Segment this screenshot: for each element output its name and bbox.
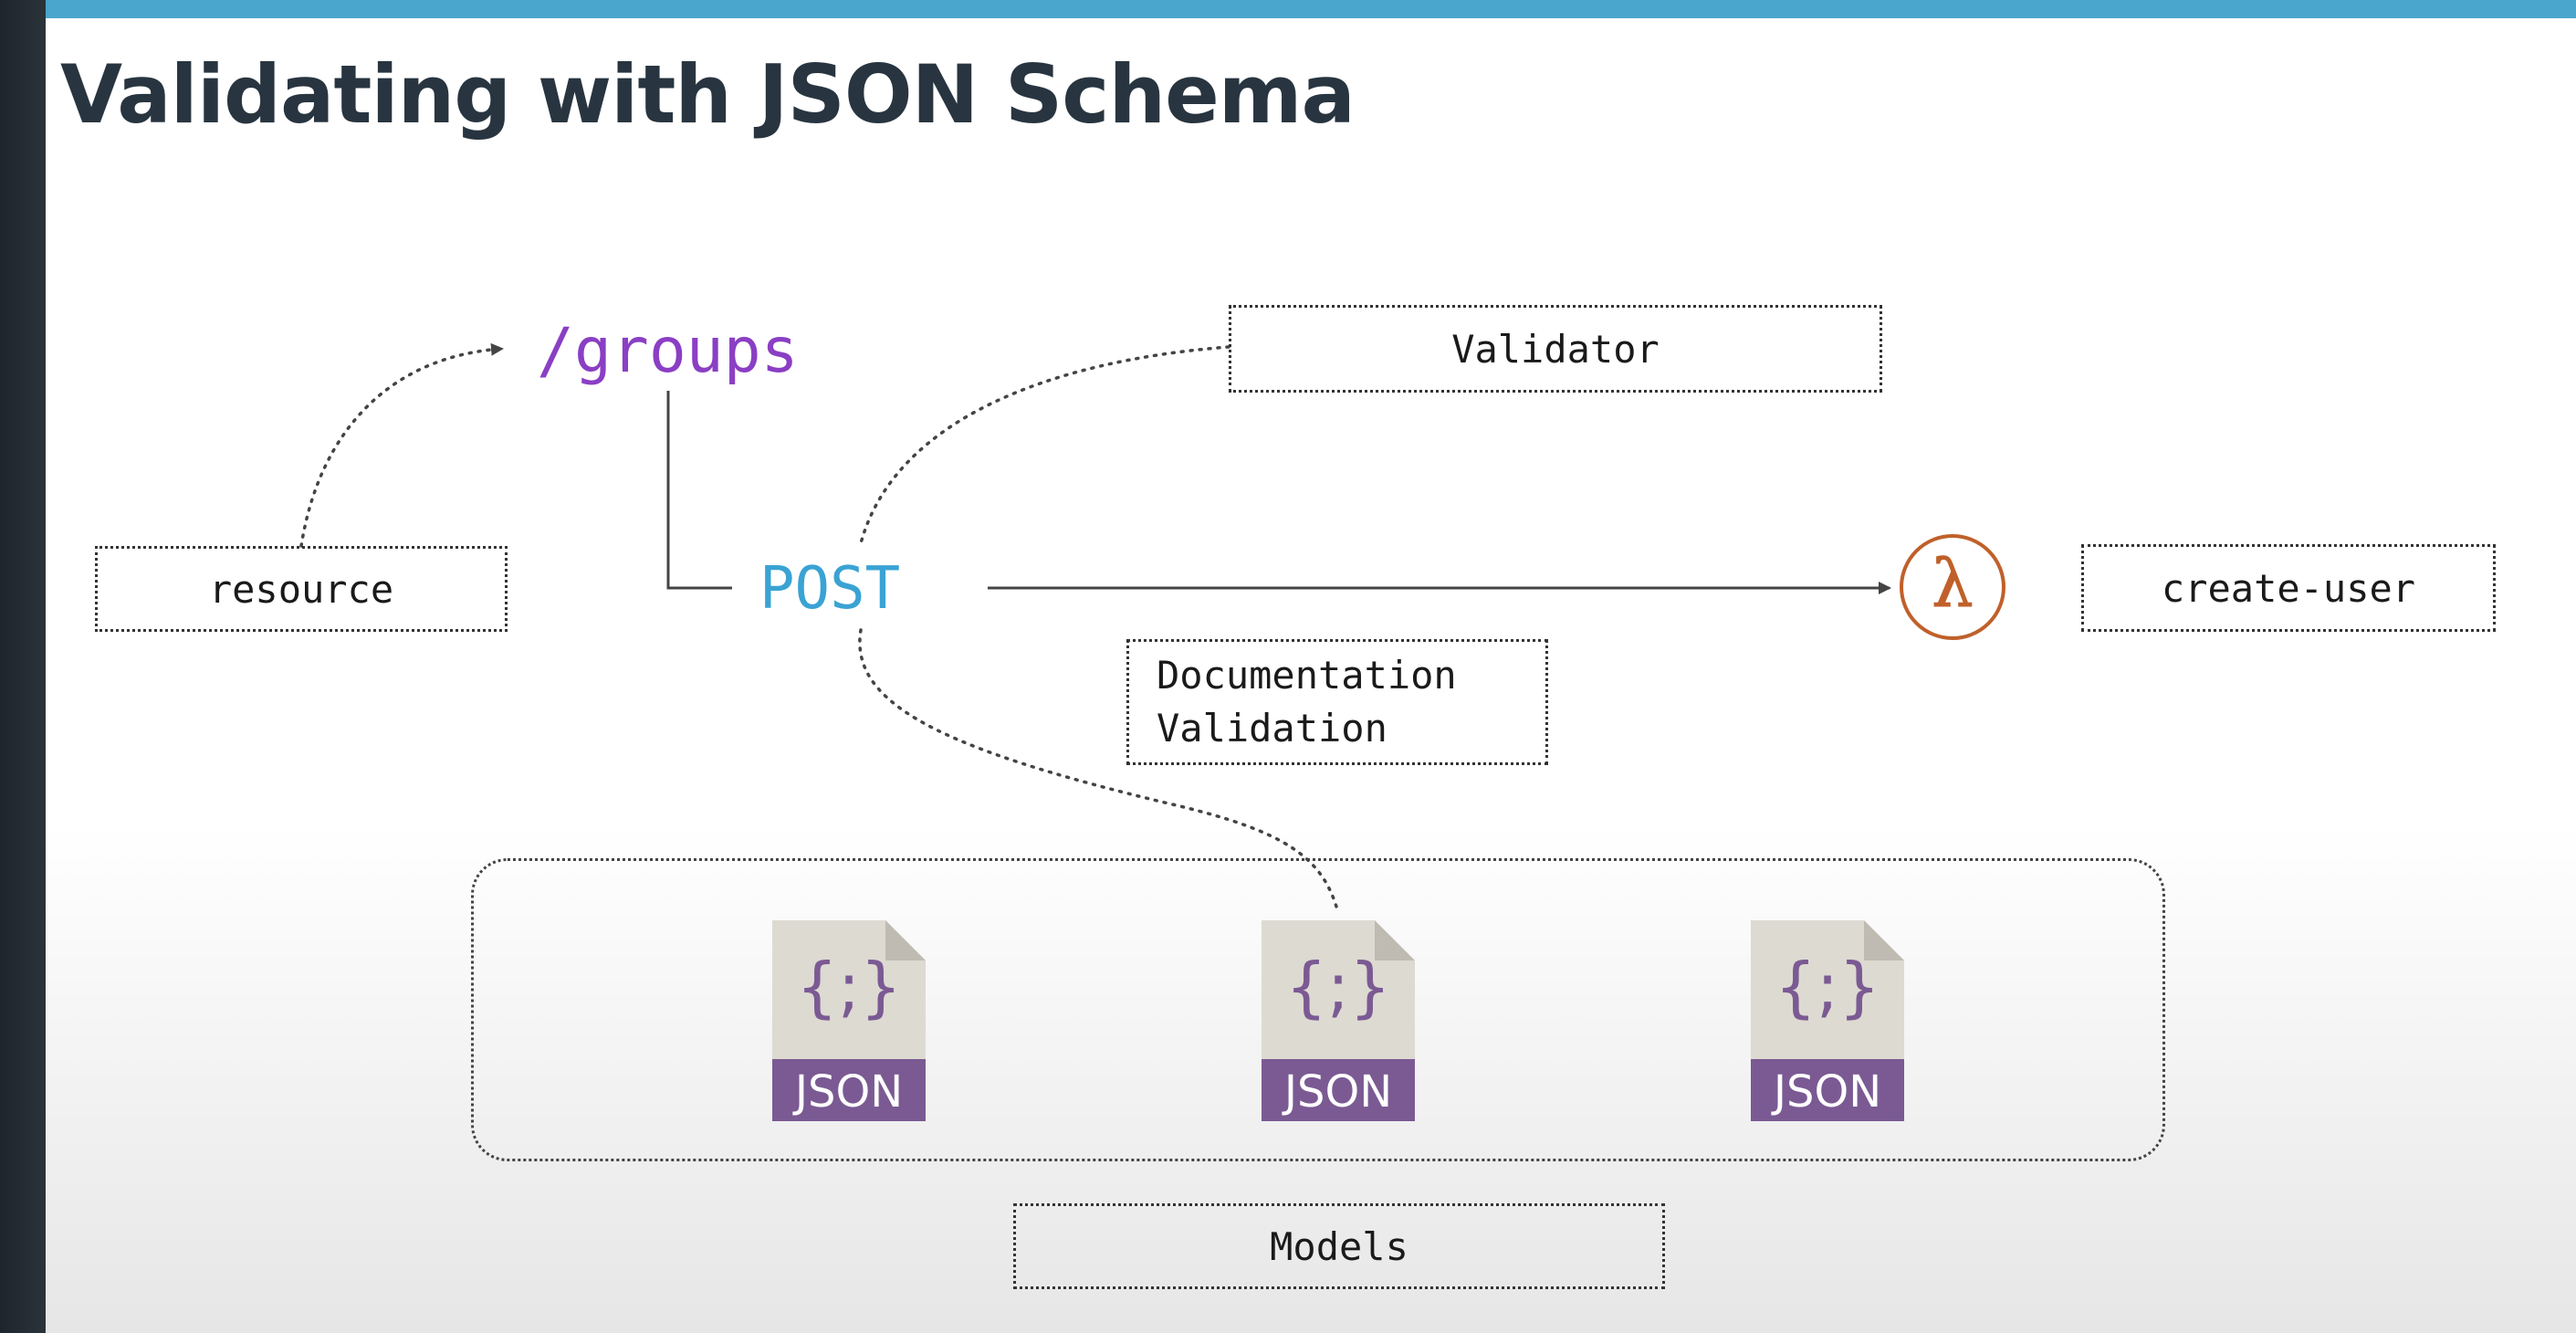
resource-label-box: resource (95, 546, 508, 632)
create-user-label: create-user (2161, 565, 2416, 611)
svg-text:{;}: {;} (1775, 949, 1880, 1025)
validator-curve (859, 345, 1230, 545)
svg-text:{;}: {;} (1285, 949, 1391, 1025)
svg-text:JSON: JSON (1282, 1066, 1392, 1118)
svg-text:JSON: JSON (792, 1066, 903, 1118)
connector-lines (299, 342, 1891, 915)
models-group (471, 858, 2165, 1161)
svg-text:λ: λ (1932, 545, 1974, 622)
slide-title: Validating with JSON Schema (60, 47, 1356, 142)
json-file-icon: {;} JSON (1262, 920, 1415, 1121)
slide-accent-bar (46, 0, 2576, 18)
resource-label: resource (208, 566, 394, 612)
svg-text:JSON: JSON (1771, 1066, 1881, 1118)
documentation-validation-box: Documentation Validation (1126, 639, 1548, 765)
resource-arrow (299, 342, 504, 548)
json-file-icon: {;} JSON (772, 920, 926, 1121)
model-curve (858, 628, 1340, 915)
json-file-icon: {;} JSON (1751, 920, 1904, 1121)
window-left-edge (0, 0, 46, 1333)
validator-label: Validator (1451, 326, 1660, 372)
lambda-function-icon: λ (1897, 531, 2008, 643)
slide: Validating with JSON Schema /groups POST… (46, 0, 2576, 1333)
svg-text:{;}: {;} (796, 949, 902, 1025)
validator-label-box: Validator (1229, 305, 1882, 393)
http-method-post: POST (759, 555, 901, 623)
groups-to-post-line (666, 391, 732, 590)
models-label-box: Models (1013, 1203, 1665, 1289)
documentation-label: Documentation (1157, 653, 1457, 698)
create-user-label-box: create-user (2081, 544, 2496, 632)
models-label: Models (1270, 1223, 1408, 1269)
resource-path: /groups (537, 315, 799, 387)
validation-label: Validation (1157, 706, 1387, 750)
